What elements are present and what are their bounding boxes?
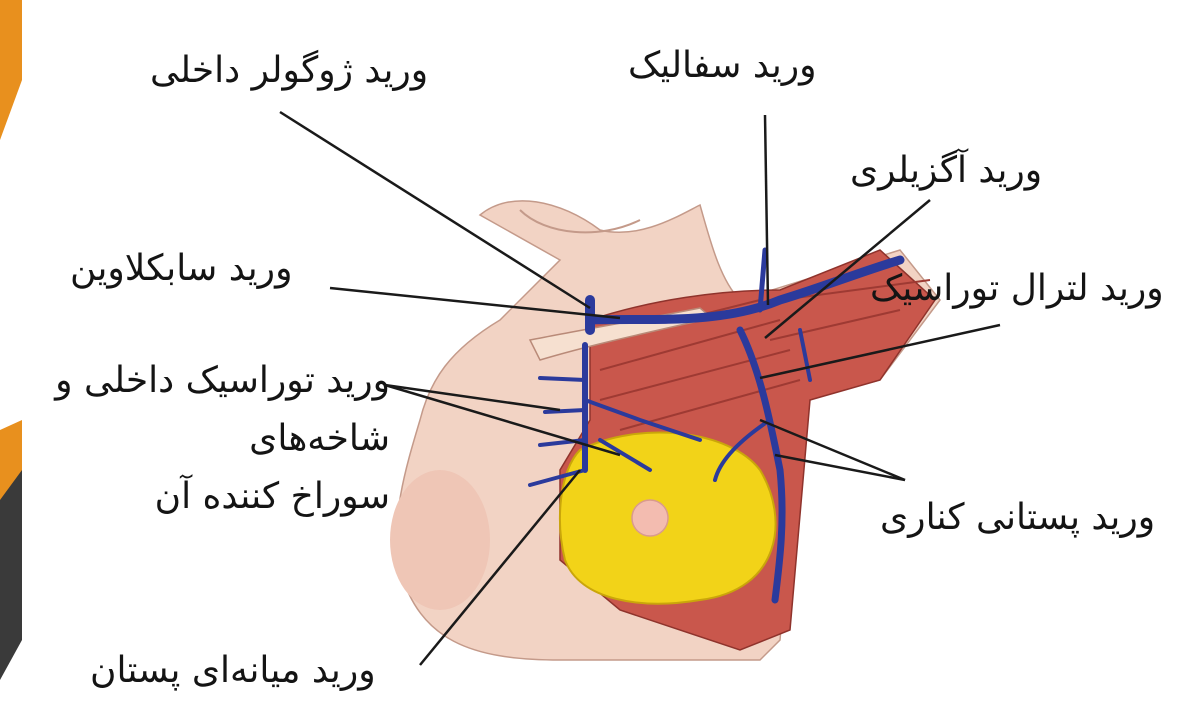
- slide-decoration: [0, 0, 22, 680]
- label-axillary-vein: ورید آگزیلری: [850, 150, 1042, 191]
- breast-fat: [560, 433, 776, 604]
- label-cephalic-vein: ورید سفالیک: [628, 45, 817, 86]
- label-internal-jugular-vein: ورید ژوگولر داخلی: [150, 50, 428, 91]
- label-internal-thoracic-line1: ورید توراسیک داخلی و: [10, 352, 390, 410]
- label-lateral-thoracic-vein: ورید لترال توراسیک: [870, 268, 1164, 309]
- label-lateral-mammary-vein: ورید پستانی کناری: [880, 497, 1155, 538]
- label-internal-thoracic-line2: شاخه‌های: [10, 410, 390, 468]
- label-medial-mammary-vein: ورید میانه‌ای پستان: [90, 650, 376, 691]
- label-subclavian-vein: ورید سابکلاوین: [70, 248, 292, 289]
- label-internal-thoracic-line3: سوراخ کننده آن: [10, 468, 390, 526]
- label-internal-thoracic-vein: ورید توراسیک داخلی و شاخه‌های سوراخ کنند…: [10, 352, 390, 526]
